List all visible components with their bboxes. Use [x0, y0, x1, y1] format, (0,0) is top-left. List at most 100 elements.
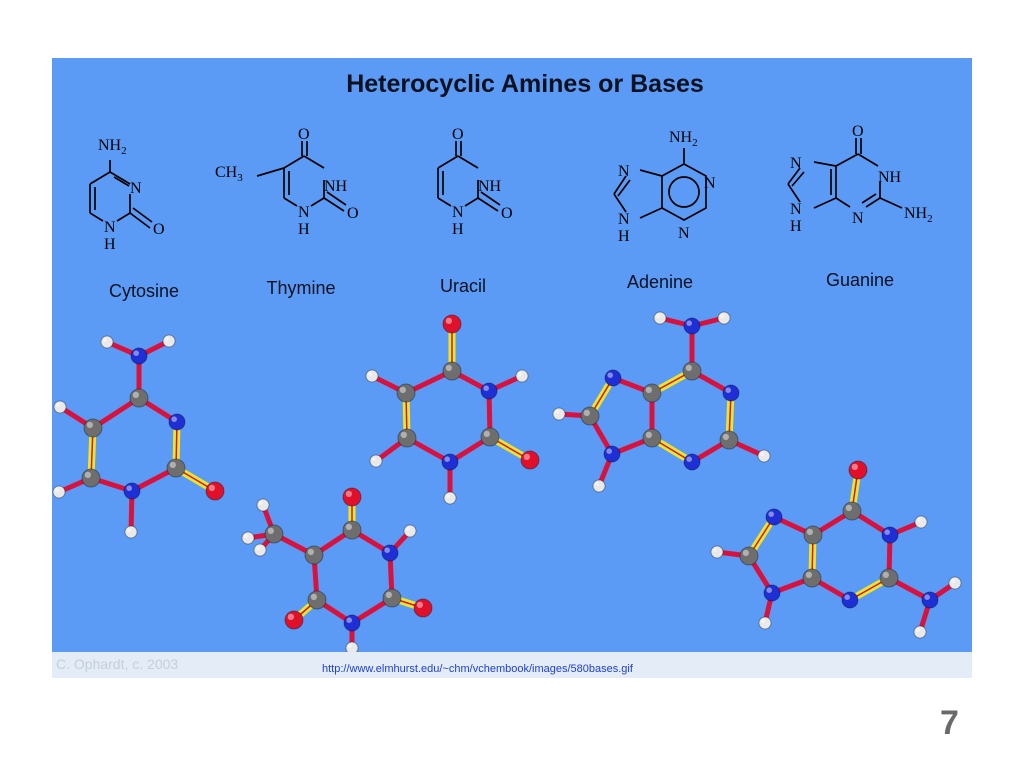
atom-highlight: [655, 313, 661, 318]
adenine-n7-label: N: [618, 163, 630, 180]
cytosine-amine-label: NH2: [98, 137, 127, 157]
guanine-n9-label: N: [790, 201, 802, 218]
cytosine-n1-label: N: [104, 219, 116, 236]
single-bond: [91, 395, 141, 431]
atom-highlight: [405, 526, 410, 531]
atom-highlight: [725, 387, 731, 394]
carbon-atom: [879, 568, 899, 588]
source-link[interactable]: http://www.elmhurst.edu/~chm/vchembook/i…: [322, 663, 633, 675]
nitrogen-atom: [123, 482, 141, 500]
nitrogen-atom: [881, 526, 899, 544]
nitrogen-atom: [921, 591, 939, 609]
atom-highlight: [924, 594, 930, 600]
atom-highlight: [208, 484, 216, 491]
nitrogen-atom: [765, 508, 783, 526]
atom-highlight: [712, 547, 718, 552]
atom-highlight: [768, 511, 774, 517]
oxygen-atom: [520, 450, 540, 470]
adenine-n1-label: N: [704, 175, 716, 192]
oxygen-atom: [205, 481, 225, 501]
atom-highlight: [645, 386, 652, 393]
atom-highlight: [445, 317, 452, 324]
atom-highlight: [126, 485, 132, 492]
atom-highlight: [719, 313, 725, 318]
hydrogen-atom: [53, 400, 67, 414]
atom-highlight: [171, 416, 177, 423]
nitrogen-atom: [381, 544, 399, 562]
hydrogen-atom: [710, 545, 724, 559]
atom-highlight: [258, 500, 263, 505]
atom-highlight: [845, 504, 852, 511]
carbon-atom: [580, 406, 600, 426]
hydrogen-atom: [913, 625, 927, 639]
carbon-atom: [342, 520, 362, 540]
atom-highlight: [523, 453, 530, 460]
nitrogen-atom: [683, 453, 701, 471]
uracil-nh-label: NH: [478, 178, 502, 195]
hydrogen-atom: [256, 498, 270, 512]
adenine-n9-hydrogen-label: H: [618, 228, 630, 245]
atom-highlight: [132, 391, 139, 398]
adenine-structure: NH2 N N N N H: [613, 129, 716, 245]
carbon-atom: [682, 361, 702, 381]
figure-credit: C. Ophardt, c. 2003: [56, 656, 179, 672]
atom-highlight: [554, 409, 559, 414]
thymine-n1-hydrogen-label: H: [298, 221, 310, 238]
adenine-amine-label: NH2: [669, 129, 698, 149]
atom-highlight: [759, 451, 765, 456]
uracil-n1-label: N: [452, 204, 464, 221]
atom-highlight: [84, 471, 91, 478]
atom-highlight: [367, 371, 372, 376]
guanine-nh-label: NH: [878, 169, 902, 186]
thymine-model: [241, 487, 433, 655]
carbon-atom: [642, 383, 662, 403]
thymine-n1-label: N: [298, 204, 310, 221]
carbon-atom: [81, 468, 101, 488]
hydrogen-atom: [124, 525, 138, 539]
guanine-n3-label: N: [852, 210, 864, 227]
carbon-atom: [83, 418, 103, 438]
atom-highlight: [686, 320, 692, 327]
nitrogen-atom: [722, 384, 740, 402]
hydrogen-atom: [653, 311, 667, 325]
uracil-structure: O NH N H O: [437, 126, 513, 238]
atom-highlight: [444, 456, 451, 463]
atom-highlight: [686, 456, 692, 463]
cytosine-model: [52, 334, 225, 539]
atom-highlight: [345, 490, 352, 497]
hydrogen-atom: [369, 454, 383, 468]
nitrogen-atom: [130, 347, 148, 365]
atom-highlight: [169, 461, 176, 468]
atom-highlight: [766, 587, 772, 593]
hydrogen-atom: [758, 616, 772, 630]
atom-highlight: [806, 528, 813, 535]
carbon-atom: [264, 524, 284, 544]
atom-highlight: [416, 601, 423, 608]
figure-footer-bar: [52, 652, 972, 678]
hydrogen-atom: [757, 449, 771, 463]
atom-highlight: [287, 613, 294, 620]
nitrogen-atom: [763, 584, 781, 602]
hydrogen-atom: [365, 369, 379, 383]
cytosine-structure: NH2 N N H O: [89, 137, 165, 253]
nitrogen-atom: [168, 413, 186, 431]
hydrogen-atom: [100, 335, 114, 349]
atom-highlight: [346, 617, 353, 623]
hydrogen-atom: [717, 311, 731, 325]
oxygen-atom: [342, 487, 362, 507]
atom-highlight: [55, 402, 60, 407]
atom-highlight: [916, 517, 922, 522]
atom-highlight: [483, 385, 490, 392]
carbon-atom: [480, 427, 500, 447]
atom-highlight: [255, 545, 260, 550]
atom-highlight: [445, 364, 452, 371]
atom-highlight: [126, 527, 131, 532]
oxygen-atom: [284, 610, 304, 630]
hydrogen-atom: [52, 485, 66, 499]
carbon-atom: [396, 383, 416, 403]
atom-highlight: [594, 481, 600, 486]
thymine-oxygen-top-label: O: [298, 126, 310, 143]
atom-highlight: [645, 431, 652, 438]
hydrogen-atom: [948, 576, 962, 590]
nitrogen-atom: [841, 591, 859, 609]
